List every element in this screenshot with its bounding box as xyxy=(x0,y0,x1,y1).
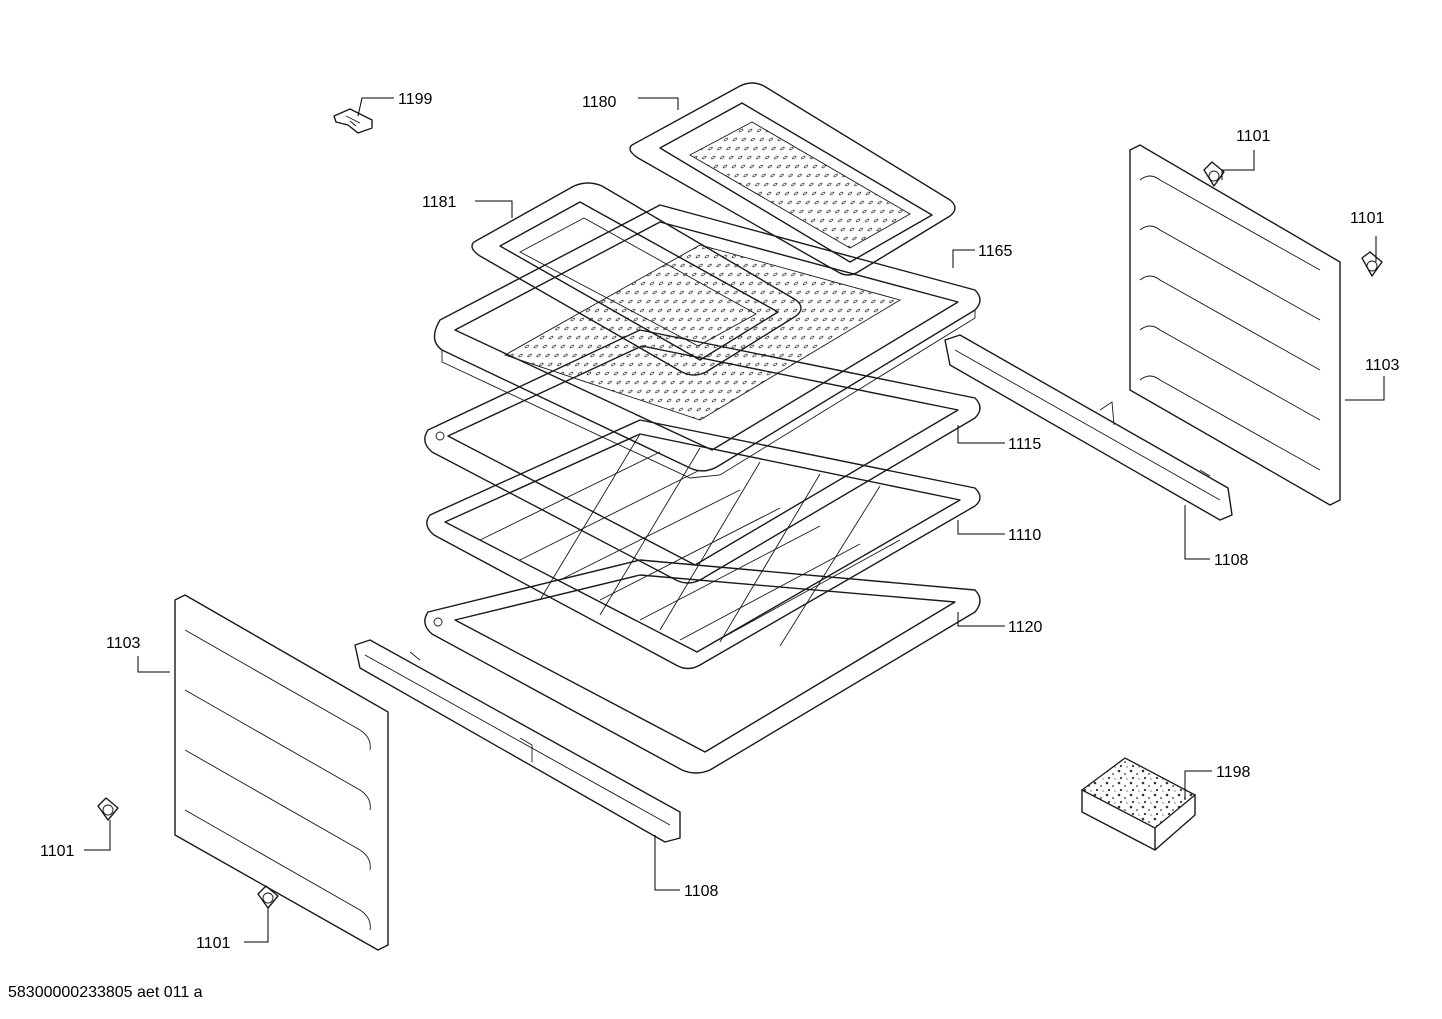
deep-tray-1120 xyxy=(424,559,981,774)
label-1120: 1120 xyxy=(1008,619,1043,636)
label-1115: 1115 xyxy=(1008,436,1041,453)
shelf-support-right-1103 xyxy=(1129,144,1341,506)
label-1101-right: 1101 xyxy=(1350,210,1385,227)
shelf-support-left-1103 xyxy=(174,594,389,951)
label-1101-left: 1101 xyxy=(40,843,75,860)
perforated-baking-tray-1165 xyxy=(433,204,981,479)
fastener-1101-top-right xyxy=(1203,161,1225,187)
perforated-tray-1180 xyxy=(629,82,956,276)
label-1110: 1110 xyxy=(1008,527,1041,544)
part-labels: 1199 1180 1181 1101 1101 1165 1103 1115 … xyxy=(40,91,1400,952)
fastener-1101-bottom-left xyxy=(257,885,279,909)
label-1180: 1180 xyxy=(582,94,617,111)
sponge-1198 xyxy=(1080,757,1197,851)
label-1101-bottom-left: 1101 xyxy=(196,935,231,952)
label-1198: 1198 xyxy=(1216,764,1251,781)
label-1199: 1199 xyxy=(398,91,433,108)
telescopic-rail-right-1108 xyxy=(944,334,1233,521)
leader-lines xyxy=(84,97,1385,943)
wire-rack-1110 xyxy=(426,419,981,670)
solid-tray-1181 xyxy=(471,182,802,376)
label-1101-top-right: 1101 xyxy=(1236,128,1271,145)
label-1108-right: 1108 xyxy=(1214,552,1249,569)
label-1108-left: 1108 xyxy=(684,883,719,900)
fastener-1101-left xyxy=(97,797,119,821)
drawing-code: 58300000233805 aet 011 a xyxy=(8,984,203,1001)
fastener-1101-right xyxy=(1361,251,1383,277)
enamel-tray-1115 xyxy=(424,329,981,584)
clip-part-1199 xyxy=(333,108,373,134)
label-1103-right: 1103 xyxy=(1365,357,1400,374)
telescopic-rail-left-1108 xyxy=(354,639,681,843)
label-1103-left: 1103 xyxy=(106,635,141,652)
label-1181: 1181 xyxy=(422,194,457,211)
label-1165: 1165 xyxy=(978,243,1013,260)
